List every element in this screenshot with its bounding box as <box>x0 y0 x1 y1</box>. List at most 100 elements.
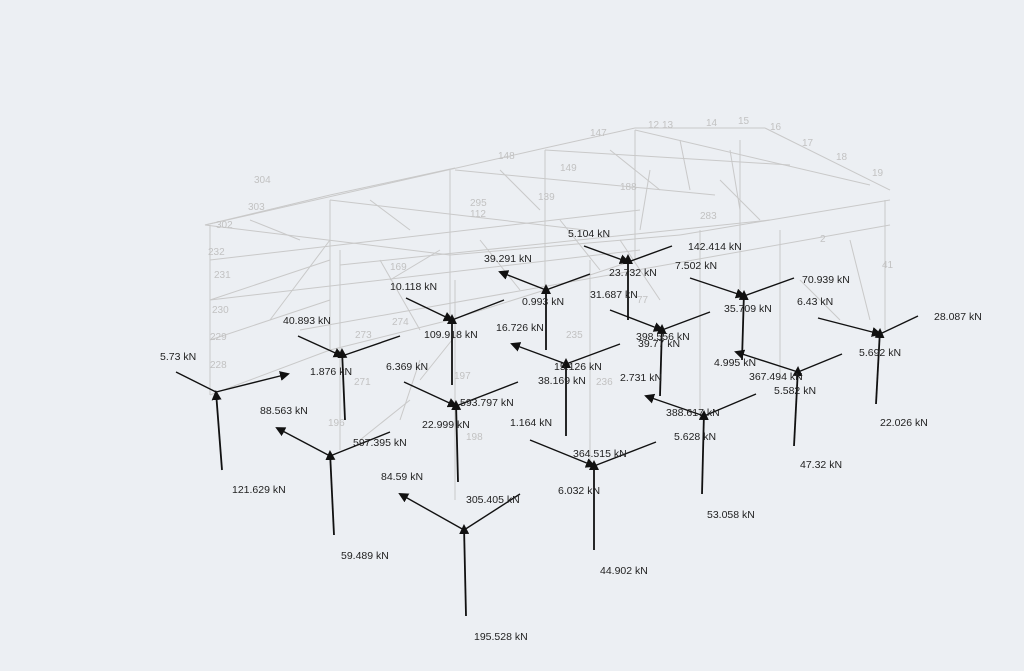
reaction-arrow <box>698 410 709 495</box>
reaction-label: 5.692 kN <box>859 347 901 359</box>
member-number: 149 <box>560 163 577 174</box>
reaction-arrow <box>583 245 630 264</box>
member-number: 13 <box>662 120 674 131</box>
reaction-label: 28.087 kN <box>934 311 982 323</box>
reaction-node-a[interactable]: 5.73 kN 121.629 kN <box>160 351 290 496</box>
reaction-arrow <box>297 335 344 358</box>
reaction-label: 5.582 kN <box>774 385 816 397</box>
reaction-label: 5.104 kN <box>568 228 610 240</box>
member-number: 283 <box>700 211 717 222</box>
reaction-label: 6.369 kN <box>386 361 428 373</box>
reaction-forces: 5.73 kN 121.629 kN 40.893 kN 1.876 kN 88… <box>160 228 982 643</box>
member-number: 274 <box>392 317 409 328</box>
reaction-label: 59.489 kN <box>341 550 389 562</box>
reaction-node-p[interactable]: 367.494 kN 5.582 kN 47.32 kN <box>734 349 843 471</box>
reaction-arrow <box>817 317 882 337</box>
reaction-node-c[interactable]: 88.563 kN 597.395 kN 59.489 kN <box>260 405 407 562</box>
member-number: 230 <box>212 305 229 316</box>
member-number: 271 <box>354 377 371 388</box>
member-number: 295 <box>470 198 487 209</box>
member-number: 16 <box>770 122 782 133</box>
member-number: 231 <box>214 270 231 281</box>
member-number: 18 <box>836 152 848 163</box>
reaction-label: 597.395 kN <box>353 437 407 449</box>
member-number: 196 <box>328 418 345 429</box>
reaction-label: 2.731 kN <box>620 372 662 384</box>
member-number: 235 <box>566 330 583 341</box>
reaction-node-h[interactable]: 5.104 kN 23.732 kN 31.687 kN <box>568 228 673 320</box>
reaction-node-b[interactable]: 40.893 kN 1.876 kN <box>283 315 401 421</box>
reaction-arrow <box>593 441 657 467</box>
reaction-arrow <box>565 343 621 365</box>
member-number: 229 <box>210 332 227 343</box>
reaction-arrow <box>743 277 795 297</box>
reaction-arrow <box>451 400 462 483</box>
reaction-arrow <box>403 381 458 408</box>
member-number: 41 <box>882 260 894 271</box>
reaction-label: 195.528 kN <box>474 631 528 643</box>
reaction-arrow <box>211 390 223 471</box>
reaction-arrow <box>734 349 799 373</box>
reaction-label: 305.405 kN <box>466 494 520 506</box>
reaction-node-k[interactable]: 15.126 kN 38.169 kN <box>510 342 621 436</box>
reaction-label: 0.993 kN <box>522 296 564 308</box>
member-number: 148 <box>498 151 515 162</box>
reaction-label: 1.164 kN <box>510 417 552 429</box>
reaction-arrow <box>459 524 470 617</box>
reaction-arrow <box>644 393 705 417</box>
reaction-node-j[interactable]: 1.164 kN 364.515 kN 6.032 kN 44.902 kN <box>510 417 657 577</box>
reaction-label: 15.126 kN <box>554 361 602 373</box>
reaction-arrow <box>510 342 567 365</box>
member-number: 302 <box>216 220 233 231</box>
reaction-arrow <box>329 431 391 457</box>
reaction-arrow <box>337 348 348 421</box>
reaction-label: 22.999 kN <box>422 419 470 431</box>
reaction-node-m[interactable]: 2.731 kN 388.617 kN 5.628 kN 53.058 kN <box>620 372 757 521</box>
reaction-node-g[interactable]: 39.291 kN 0.993 kN 16.726 kN <box>484 253 591 350</box>
reaction-label: 40.893 kN <box>283 315 331 327</box>
member-number: 77 <box>637 295 649 306</box>
reaction-arrow <box>341 335 401 357</box>
reaction-arrow <box>609 309 664 332</box>
reaction-node-f[interactable]: 84.59 kN 305.405 kN 195.528 kN <box>381 471 528 643</box>
reaction-arrow <box>275 427 331 457</box>
member-number: 273 <box>355 330 372 341</box>
reaction-arrow <box>215 371 290 393</box>
reaction-node-d[interactable]: 10.118 kN 109.918 kN <box>390 281 505 385</box>
reaction-label: 364.515 kN <box>573 448 627 460</box>
reaction-label: 109.918 kN <box>424 329 478 341</box>
reaction-arrow <box>656 324 667 397</box>
reaction-label: 7.502 kN <box>675 260 717 272</box>
reaction-label: 5.73 kN <box>160 351 196 363</box>
reaction-label: 16.726 kN <box>496 322 544 334</box>
member-number: 304 <box>254 175 271 186</box>
reaction-arrow <box>738 290 749 361</box>
reaction-label: 53.058 kN <box>707 509 755 521</box>
reaction-label: 142.414 kN <box>688 241 742 253</box>
reaction-label: 5.628 kN <box>674 431 716 443</box>
reaction-label: 398.556 kN <box>636 331 690 343</box>
reaction-node-o[interactable]: 70.939 kN 6.43 kN 4.995 kN <box>714 274 850 369</box>
reaction-node-l[interactable]: 398.556 kN 39.77 kN <box>609 309 711 397</box>
member-number: 303 <box>248 202 265 213</box>
reaction-arrow <box>405 297 454 322</box>
reaction-label: 39.77 kN <box>638 338 680 350</box>
reaction-arrow <box>325 450 336 536</box>
reaction-node-n[interactable]: 7.502 kN 35.709 kN <box>675 260 795 361</box>
reaction-arrow <box>689 277 746 299</box>
reaction-label: 367.494 kN <box>749 371 803 383</box>
reaction-node-q[interactable]: 28.087 kN 5.692 kN 22.026 kN <box>817 311 982 429</box>
reaction-label: 23.732 kN <box>609 267 657 279</box>
reaction-node-e[interactable]: 6.369 kN 593.797 kN 22.999 kN <box>386 361 519 483</box>
reaction-arrow <box>451 299 505 321</box>
reaction-label: 44.902 kN <box>600 565 648 577</box>
reaction-label: 22.026 kN <box>880 417 928 429</box>
reaction-node-i[interactable]: 142.414 kN <box>688 241 742 253</box>
member-number: 112 <box>470 209 486 220</box>
reaction-arrow <box>545 273 591 291</box>
member-number: 228 <box>210 360 227 371</box>
reaction-label: 10.118 kN <box>390 281 437 293</box>
reaction-label: 1.876 kN <box>310 366 352 378</box>
